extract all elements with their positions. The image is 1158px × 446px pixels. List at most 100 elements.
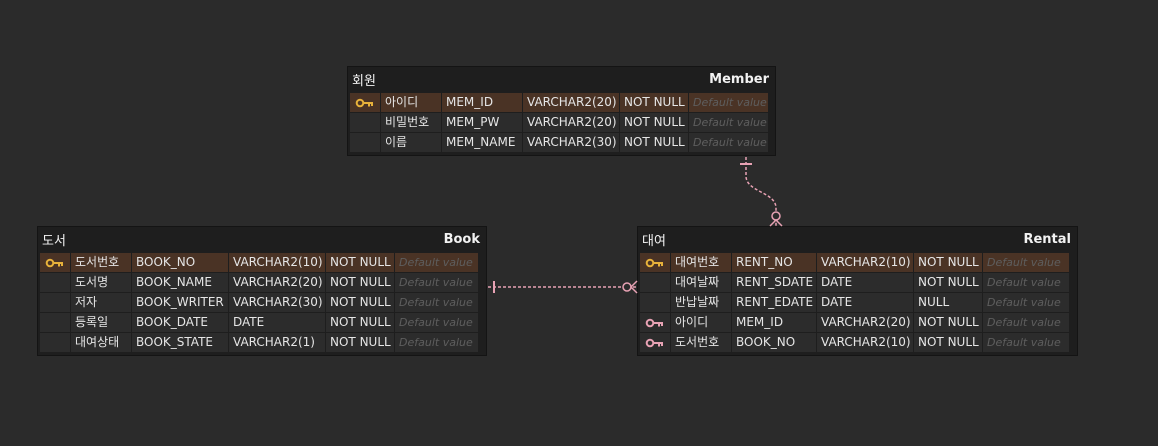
column-korean-name[interactable]: 대여날짜 — [671, 273, 731, 292]
column-type[interactable]: VARCHAR2(10) — [817, 333, 913, 352]
entity-english-name: Member — [709, 71, 769, 87]
column-default-value[interactable]: Default value — [689, 133, 768, 152]
column-default-value[interactable]: Default value — [395, 253, 478, 272]
column-type[interactable]: VARCHAR2(20) — [229, 273, 325, 292]
column-name[interactable]: RENT_EDATE — [732, 293, 816, 312]
column-nullable[interactable]: NOT NULL — [620, 133, 688, 152]
column-korean-name[interactable]: 대여번호 — [671, 253, 731, 272]
entity-english-name: Rental — [1023, 231, 1071, 247]
column-korean-name[interactable]: 대여상태 — [71, 333, 131, 352]
foreign-key-icon — [640, 313, 670, 332]
column-nullable[interactable]: NOT NULL — [914, 253, 982, 272]
column-type[interactable]: VARCHAR2(20) — [523, 113, 619, 132]
column-nullable[interactable]: NOT NULL — [914, 273, 982, 292]
column-name[interactable]: MEM_ID — [732, 313, 816, 332]
entity-header[interactable]: 대여 Rental — [638, 227, 1077, 251]
column-default-value[interactable]: Default value — [395, 273, 478, 292]
relationship-member-rental[interactable] — [740, 157, 783, 227]
entity-header[interactable]: 도서 Book — [38, 227, 486, 251]
column-default-value[interactable]: Default value — [395, 333, 478, 352]
column-nullable[interactable]: NOT NULL — [326, 313, 394, 332]
column-korean-name[interactable]: 아이디 — [381, 93, 441, 112]
column-korean-name[interactable]: 도서명 — [71, 273, 131, 292]
column-type[interactable]: VARCHAR2(30) — [229, 293, 325, 312]
column-korean-name[interactable]: 비밀번호 — [381, 113, 441, 132]
primary-key-icon — [40, 253, 70, 272]
column-korean-name[interactable]: 이름 — [381, 133, 441, 152]
column-type[interactable]: VARCHAR2(10) — [229, 253, 325, 272]
column-nullable[interactable]: NOT NULL — [620, 93, 688, 112]
column-default-value[interactable]: Default value — [983, 313, 1069, 332]
column-name[interactable]: BOOK_NAME — [132, 273, 228, 292]
column-default-value[interactable]: Default value — [395, 293, 478, 312]
column-type[interactable]: VARCHAR2(10) — [817, 253, 913, 272]
column-korean-name[interactable]: 저자 — [71, 293, 131, 312]
column-default-value[interactable]: Default value — [689, 93, 768, 112]
column-type[interactable]: DATE — [229, 313, 325, 332]
key-cell — [40, 293, 70, 312]
column-default-value[interactable]: Default value — [983, 333, 1069, 352]
column-korean-name[interactable]: 아이디 — [671, 313, 731, 332]
column-korean-name[interactable]: 도서번호 — [671, 333, 731, 352]
column-nullable[interactable]: NOT NULL — [620, 113, 688, 132]
column-nullable[interactable]: NOT NULL — [326, 253, 394, 272]
column-name[interactable]: MEM_ID — [442, 93, 522, 112]
column-default-value[interactable]: Default value — [983, 253, 1069, 272]
column-korean-name[interactable]: 반납날짜 — [671, 293, 731, 312]
column-type[interactable]: DATE — [817, 293, 913, 312]
column-name[interactable]: MEM_NAME — [442, 133, 522, 152]
column-name[interactable]: BOOK_NO — [132, 253, 228, 272]
column-name[interactable]: MEM_PW — [442, 113, 522, 132]
column-name[interactable]: BOOK_DATE — [132, 313, 228, 332]
key-cell — [640, 293, 670, 312]
column-korean-name[interactable]: 도서번호 — [71, 253, 131, 272]
entity-english-name: Book — [443, 231, 480, 247]
column-nullable[interactable]: NOT NULL — [326, 293, 394, 312]
column-default-value[interactable]: Default value — [689, 113, 768, 132]
column-type[interactable]: VARCHAR2(20) — [523, 93, 619, 112]
column-nullable[interactable]: NOT NULL — [914, 333, 982, 352]
key-cell — [640, 273, 670, 292]
column-type[interactable]: VARCHAR2(1) — [229, 333, 325, 352]
entity-header[interactable]: 회원 Member — [348, 67, 775, 91]
column-nullable[interactable]: NOT NULL — [914, 313, 982, 332]
key-cell — [40, 313, 70, 332]
column-korean-name[interactable]: 등록일 — [71, 313, 131, 332]
column-default-value[interactable]: Default value — [983, 293, 1069, 312]
column-name[interactable]: RENT_SDATE — [732, 273, 816, 292]
column-name[interactable]: BOOK_NO — [732, 333, 816, 352]
relationship-book-rental[interactable] — [488, 280, 638, 294]
column-name[interactable]: RENT_NO — [732, 253, 816, 272]
column-type[interactable]: DATE — [817, 273, 913, 292]
column-type[interactable]: VARCHAR2(30) — [523, 133, 619, 152]
column-nullable[interactable]: NOT NULL — [326, 333, 394, 352]
column-nullable[interactable]: NULL — [914, 293, 982, 312]
column-type[interactable]: VARCHAR2(20) — [817, 313, 913, 332]
key-cell — [40, 273, 70, 292]
column-name[interactable]: BOOK_WRITER — [132, 293, 228, 312]
column-name[interactable]: BOOK_STATE — [132, 333, 228, 352]
column-default-value[interactable]: Default value — [395, 313, 478, 332]
key-cell — [40, 333, 70, 352]
primary-key-icon — [640, 253, 670, 272]
column-nullable[interactable]: NOT NULL — [326, 273, 394, 292]
column-default-value[interactable]: Default value — [983, 273, 1069, 292]
key-cell — [350, 113, 380, 132]
